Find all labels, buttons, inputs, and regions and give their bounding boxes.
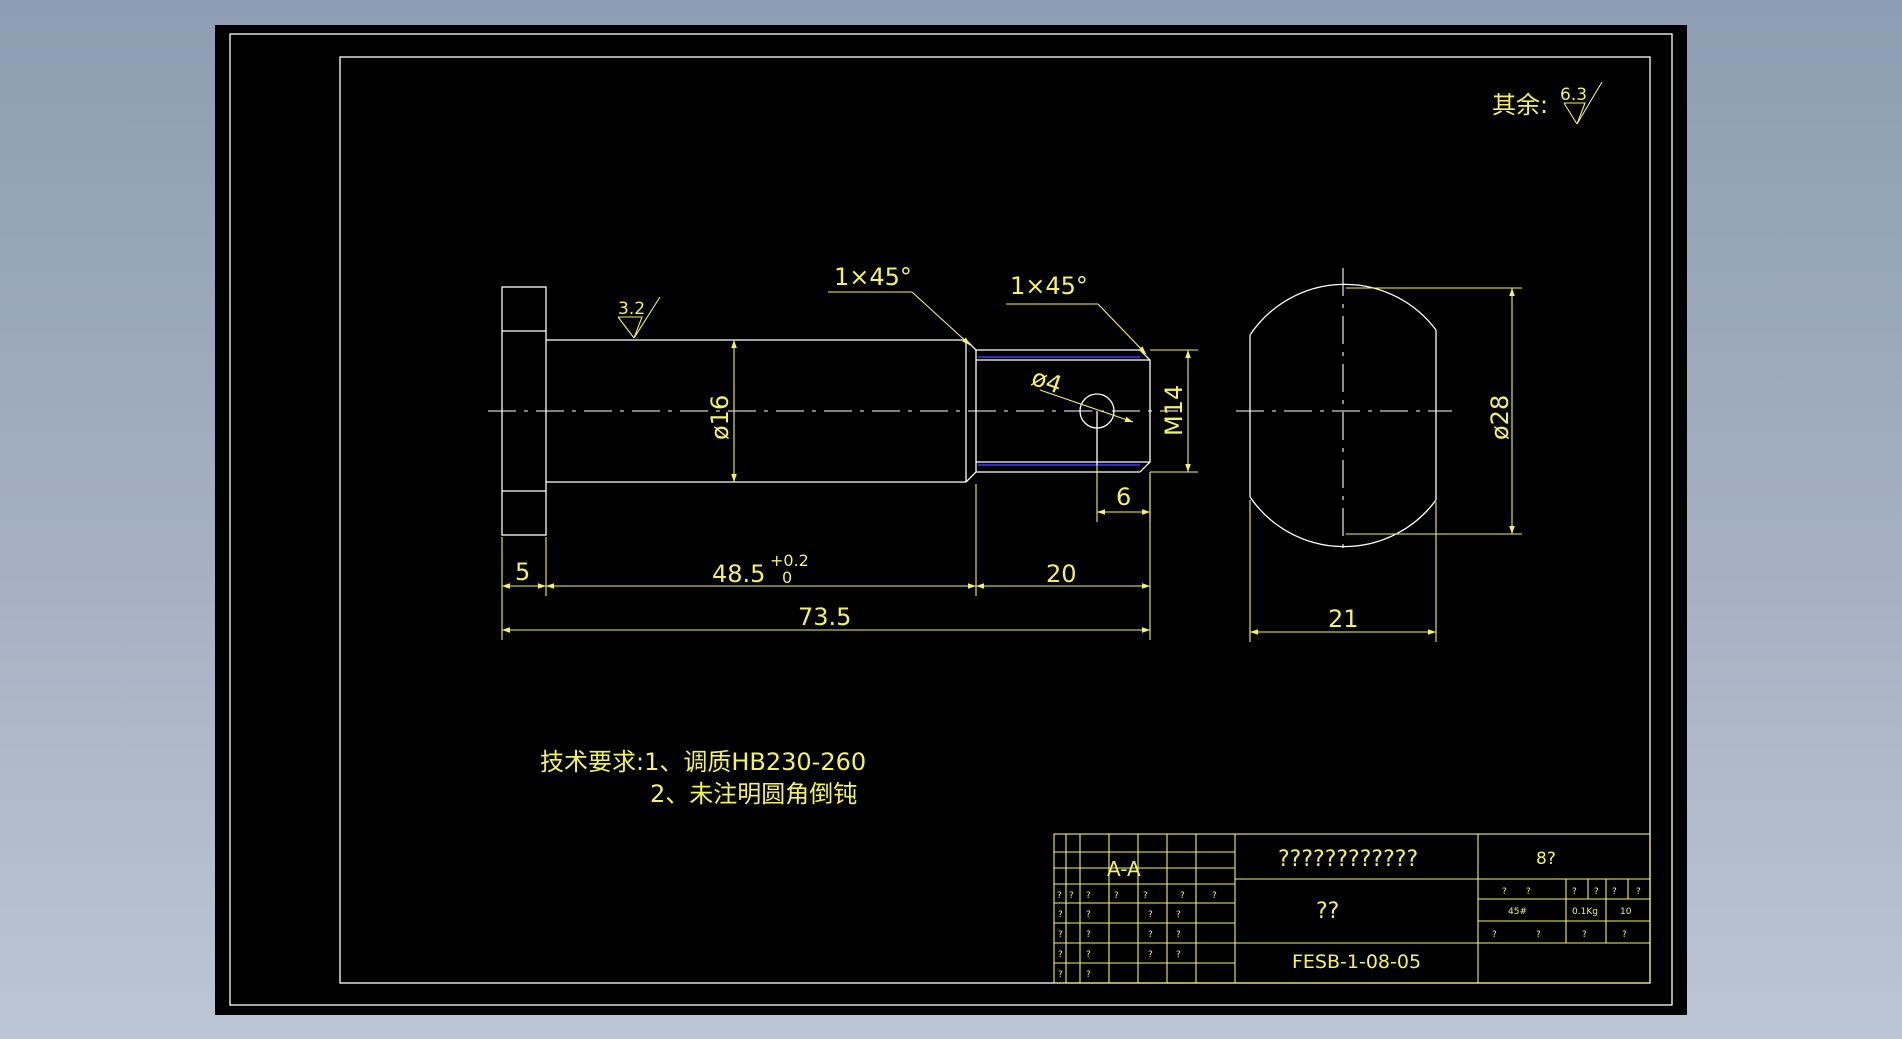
- tb-cell-29: ?: [1536, 930, 1541, 940]
- side-diameter-label: ø28: [1486, 395, 1514, 440]
- chamfer-left-label: 1×45°: [834, 263, 912, 291]
- chamfer-right-label: 1×45°: [1010, 272, 1088, 300]
- total-length-label: 73.5: [798, 603, 851, 631]
- roughness-symbol-icon: [1564, 81, 1603, 125]
- surface-roughness-mark: 3.2: [617, 296, 661, 339]
- roughness-note-label: 其余:: [1492, 91, 1548, 119]
- material-value: 45#: [1508, 907, 1527, 917]
- roughness-check-icon: [618, 296, 661, 339]
- tb-cell-24: ?: [1572, 887, 1577, 897]
- tb-cell-22: ?: [1502, 887, 1507, 897]
- sheet-code: 8?: [1536, 849, 1556, 869]
- hole-position-dimension: 6: [1096, 465, 1151, 522]
- head-width-label: 5: [515, 558, 530, 586]
- tb-cell-19: ?: [1176, 950, 1181, 960]
- tb-cell-10: ?: [1148, 910, 1153, 920]
- thread-label: M14: [1160, 385, 1188, 436]
- tb-cell-14: ?: [1148, 930, 1153, 940]
- tb-cell-30: ?: [1582, 930, 1587, 940]
- thread-dimension: M14: [1150, 349, 1198, 473]
- tolerance-lower-label: 0: [782, 568, 792, 587]
- sheet-background: [215, 25, 1687, 1015]
- drawing-number: FESB-1-08-05: [1292, 951, 1421, 973]
- tb-cell-6: ?: [1180, 891, 1185, 901]
- general-roughness-note: 其余: 6.3: [1492, 81, 1603, 125]
- tb-cell-5: ?: [1143, 891, 1148, 901]
- tb-cell-23: ?: [1526, 887, 1531, 897]
- tolerance-upper-label: +0.2: [770, 551, 809, 570]
- tb-cell-12: ?: [1058, 930, 1063, 940]
- roughness-note-value: 6.3: [1560, 85, 1587, 105]
- tb-cell-28: ?: [1492, 930, 1497, 940]
- length-dimensions: 5 48.5 +0.2 0 20 73.5: [501, 474, 1151, 640]
- side-diameter-dimension: ø28: [1346, 287, 1522, 535]
- hole-position-label: 6: [1116, 483, 1131, 511]
- tech-req-line-1: 技术要求:1、调质HB230-260: [540, 748, 866, 776]
- tb-cell-3: ?: [1086, 891, 1091, 901]
- tb-cell-13: ?: [1086, 930, 1091, 940]
- front-view: [488, 286, 1178, 536]
- tb-cell-18: ?: [1148, 950, 1153, 960]
- tb-cell-20: ?: [1058, 970, 1063, 980]
- tb-cell-1: ?: [1057, 891, 1062, 901]
- outer-border: [229, 33, 1673, 1006]
- side-view: [1236, 268, 1452, 556]
- tb-cell-31: ?: [1622, 930, 1627, 940]
- tech-req-line-2: 2、未注明圆角倒钝: [650, 780, 857, 808]
- tb-cell-8: ?: [1058, 910, 1063, 920]
- tb-cell-7: ?: [1212, 891, 1217, 901]
- title-part: ??: [1316, 899, 1339, 924]
- section-label: A-A: [1107, 857, 1141, 881]
- tb-cell-2: ?: [1069, 891, 1074, 901]
- shaft-diameter-label: ø16: [706, 395, 734, 440]
- tb-cell-27: ?: [1636, 887, 1641, 897]
- side-width-label: 21: [1328, 605, 1359, 633]
- shaft-diameter-dimension: ø16: [706, 340, 737, 482]
- weight-value: 0.1Kg: [1572, 907, 1598, 917]
- tb-cell-16: ?: [1058, 950, 1063, 960]
- tb-cell-21: ?: [1086, 970, 1091, 980]
- tb-cell-9: ?: [1086, 910, 1091, 920]
- side-width-dimension: 21: [1249, 500, 1437, 642]
- tb-cell-26: ?: [1612, 887, 1617, 897]
- tb-cell-17: ?: [1086, 950, 1091, 960]
- inner-border: [339, 56, 1651, 984]
- tb-cell-15: ?: [1176, 930, 1181, 940]
- tb-cell-25: ?: [1594, 887, 1599, 897]
- shaft-length-label: 48.5: [712, 560, 765, 588]
- title-name: ????????????: [1278, 847, 1418, 872]
- thread-length-label: 20: [1046, 560, 1077, 588]
- tb-cell-11: ?: [1176, 910, 1181, 920]
- surface-roughness-value: 3.2: [618, 299, 645, 319]
- tb-cell-4: ?: [1114, 891, 1119, 901]
- title-block: A-A ? ? ? ? ? ? ? ? ? ? ? ? ? ? ? ? ? ? …: [1053, 833, 1651, 984]
- technical-requirements: 技术要求:1、调质HB230-260 2、未注明圆角倒钝: [540, 748, 866, 808]
- quantity-value: 10: [1620, 907, 1632, 917]
- chamfer-callouts: 1×45° 1×45°: [828, 263, 1147, 355]
